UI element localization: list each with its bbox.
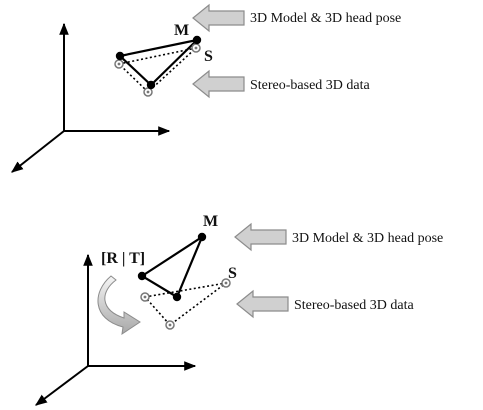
bottom-z-axis — [35, 365, 89, 406]
bottom-model-point — [137, 271, 147, 281]
bottom-model-point — [197, 232, 207, 242]
bottom-model-label: M — [203, 213, 218, 230]
bottom-stereo-point — [140, 292, 150, 302]
bottom-stereo-pointer-arrow-icon — [236, 289, 289, 319]
top-stereo-label: S — [204, 48, 213, 65]
bottom-stereo-triangle — [143, 282, 227, 327]
top-model-triangle — [117, 38, 201, 87]
bottom-stereo-point — [221, 278, 231, 288]
bottom-coordinate-axes — [35, 253, 197, 406]
bottom-stereo-point — [165, 320, 175, 330]
top-model-point — [146, 80, 156, 90]
top-model-pointer-arrow-icon — [192, 3, 245, 33]
bottom-model-pointer-arrow-icon — [234, 222, 287, 252]
top-model-point — [115, 51, 125, 61]
bottom-stereo-arrow-text: Stereo-based 3D data — [294, 298, 415, 313]
top-z-axis — [11, 130, 65, 173]
rotation-translation-curved-arrow-icon — [97, 275, 141, 336]
top-stereo-point — [143, 87, 153, 97]
top-stereo-point — [191, 43, 201, 53]
top-stereo-point — [114, 59, 124, 69]
top-model-point — [192, 35, 202, 45]
bottom-model-point — [172, 292, 182, 302]
top-stereo-arrow-text: Stereo-based 3D data — [250, 78, 371, 93]
top-coordinate-axes — [11, 22, 171, 173]
bottom-model-arrow-text: 3D Model & 3D head pose — [292, 231, 443, 246]
top-panel: M S 3D Model & 3D head pose Stereo-based… — [11, 3, 401, 173]
transform-label: [R | T] — [101, 250, 145, 267]
bottom-stereo-label: S — [228, 265, 237, 282]
bottom-panel: [R | T] M S 3D Model & 3D head pose Ster… — [35, 213, 443, 406]
top-stereo-pointer-arrow-icon — [192, 69, 245, 99]
top-model-label: M — [174, 22, 189, 39]
bottom-model-triangle — [139, 234, 205, 299]
top-stereo-triangle — [117, 46, 199, 94]
top-model-arrow-text: 3D Model & 3D head pose — [250, 11, 401, 26]
